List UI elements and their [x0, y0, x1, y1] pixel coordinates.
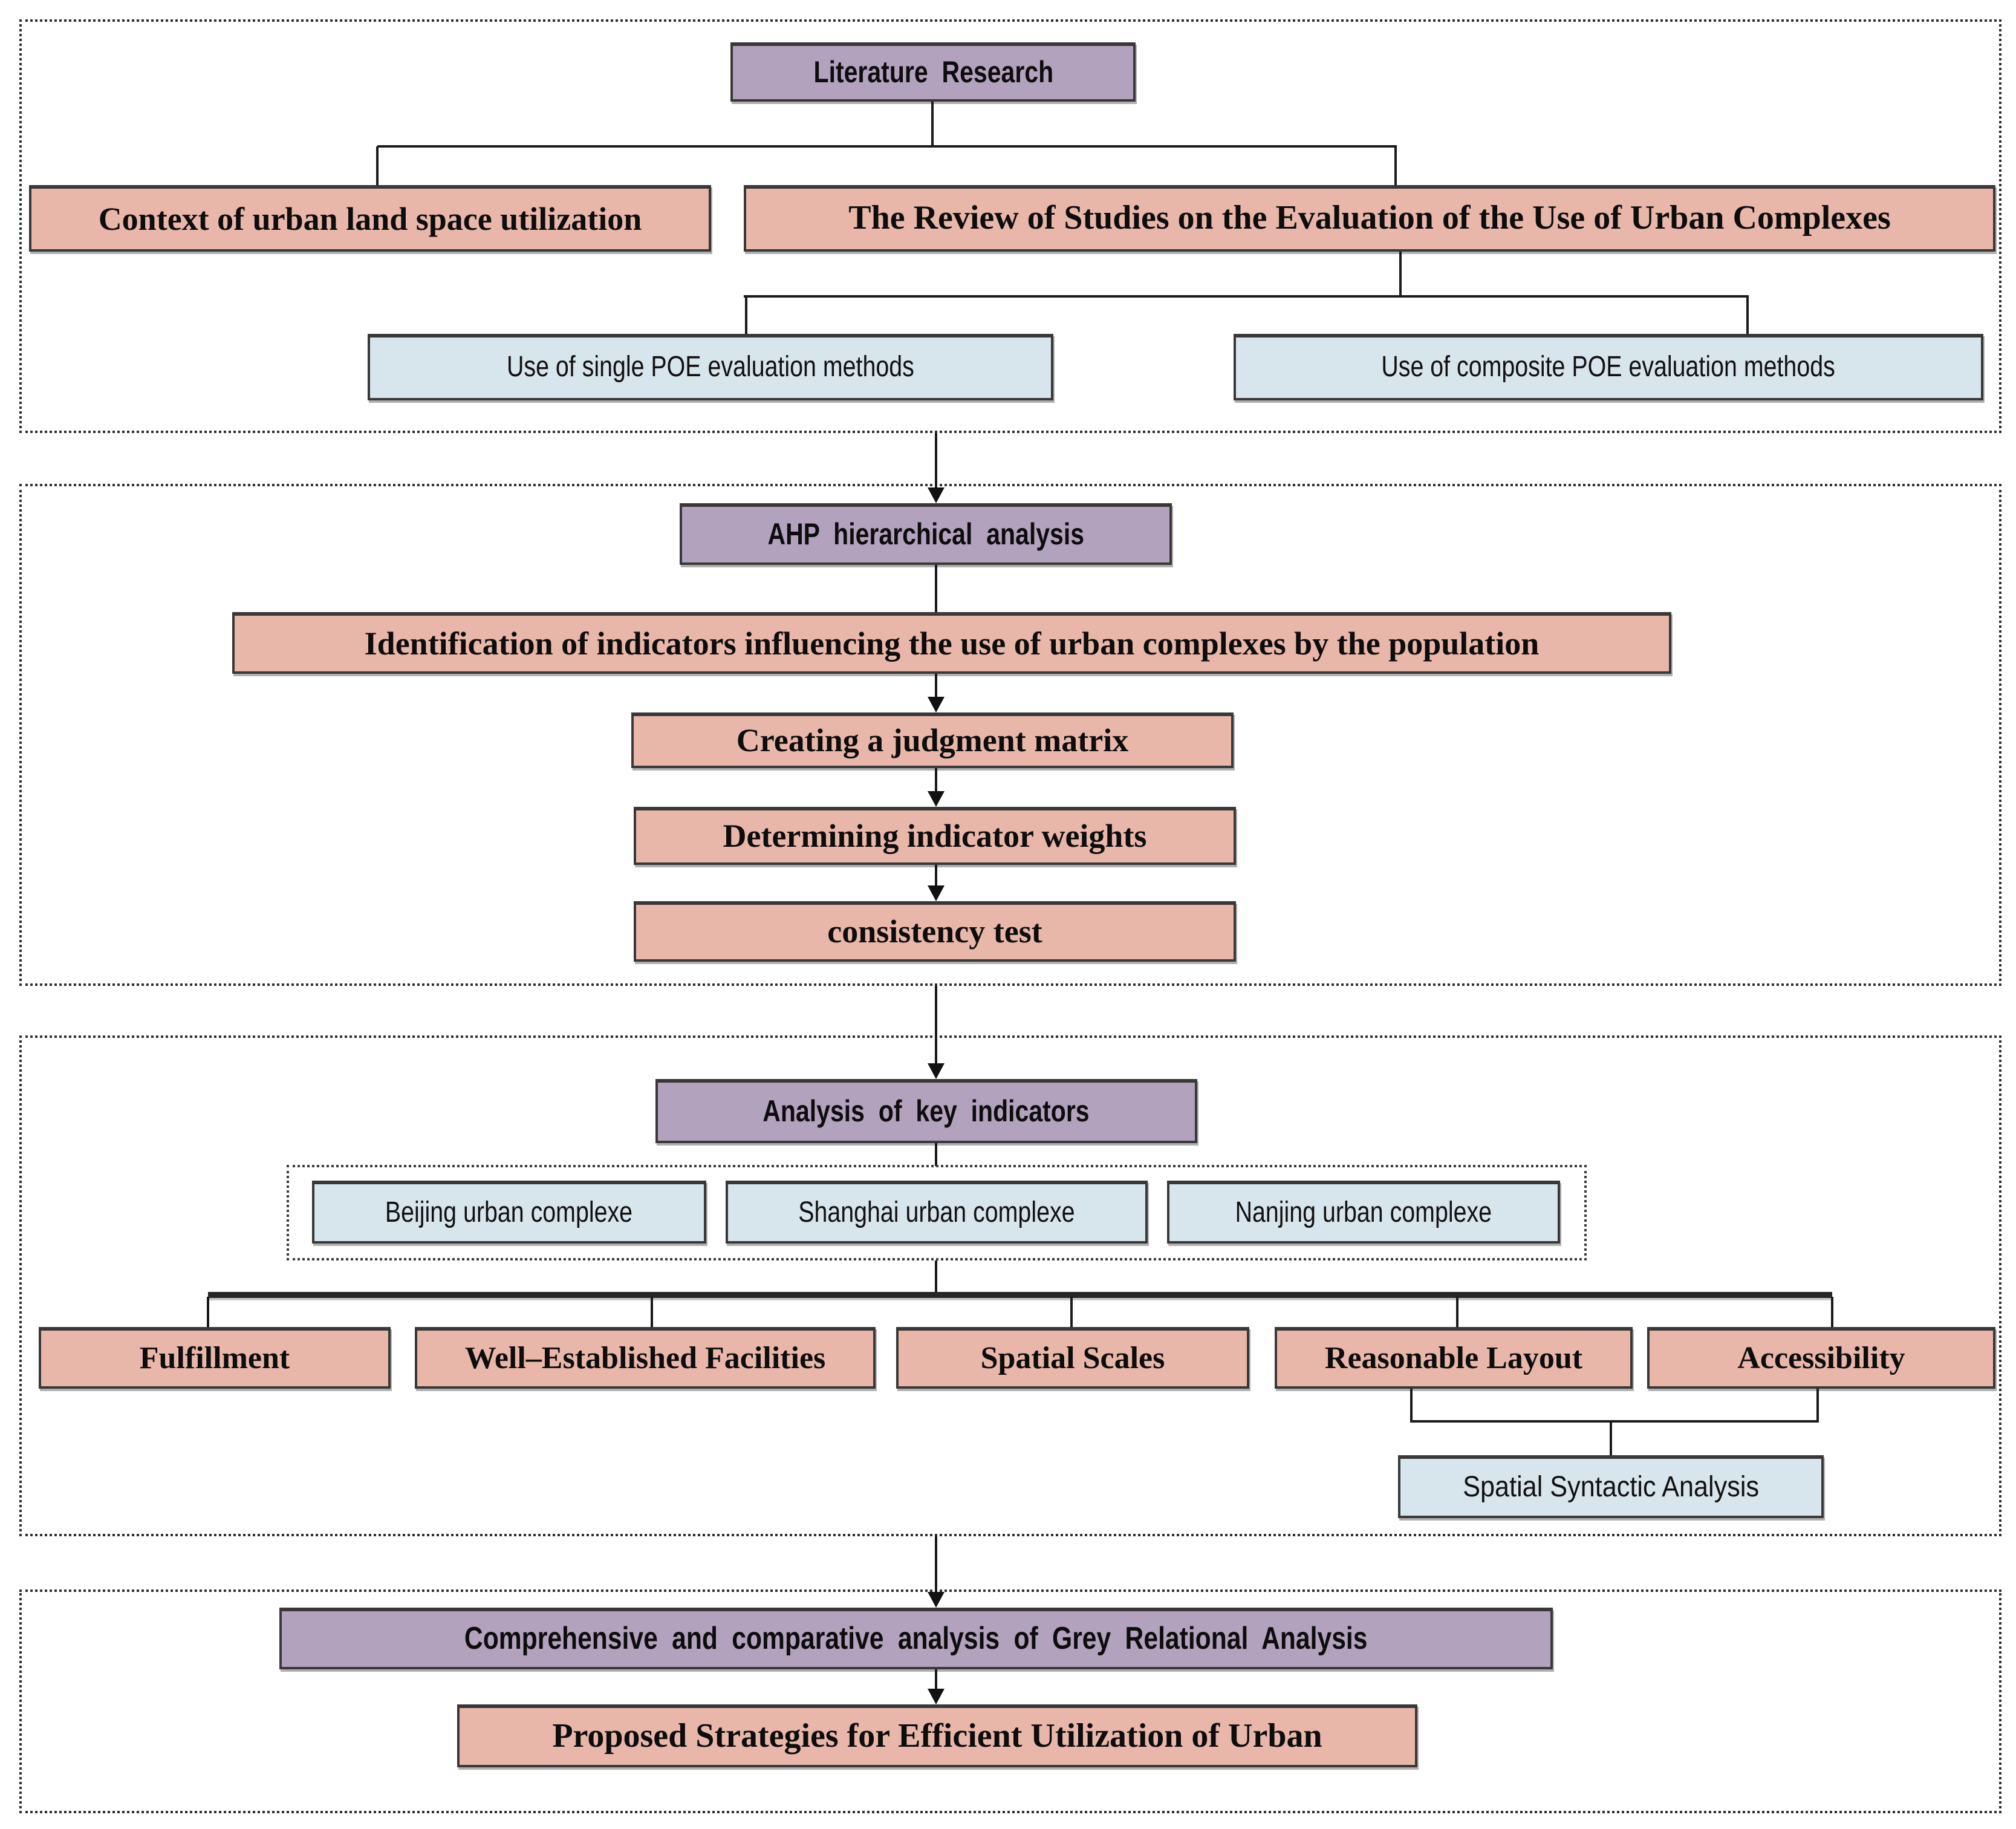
node-label: Spatial Syntactic Analysis — [1463, 1470, 1759, 1504]
distributor-line — [208, 1292, 1832, 1298]
connector-line — [1399, 252, 1402, 298]
node-label: Beijing urban complexe — [385, 1196, 633, 1229]
connector-line — [931, 102, 934, 146]
node-label: The Review of Studies on the Evaluation … — [848, 200, 1891, 238]
city-group-border — [287, 1165, 1587, 1260]
node-key-indicators: Analysis of key indicators — [655, 1079, 1197, 1143]
node-shanghai: Shanghai urban complexe — [726, 1181, 1148, 1244]
connector-line — [651, 1297, 653, 1327]
node-beijing: Beijing urban complexe — [312, 1181, 706, 1244]
node-literature-research: Literature Research — [730, 42, 1136, 102]
connector-line — [935, 1260, 937, 1294]
node-nanjing: Nanjing urban complexe — [1167, 1181, 1560, 1244]
node-label: Well–Established Facilities — [464, 1340, 826, 1376]
node-label: Use of single POE evaluation methods — [507, 351, 914, 384]
arrow-down-icon — [928, 1063, 945, 1079]
connector-line — [935, 1143, 937, 1166]
node-single-poe: Use of single POE evaluation methods — [368, 334, 1053, 400]
node-context: Context of urban land space utilization — [29, 185, 711, 252]
connector-line — [1831, 1297, 1833, 1327]
flow-arrow-line — [935, 433, 937, 489]
node-label: Literature Research — [813, 55, 1053, 90]
connector-line — [1394, 146, 1397, 185]
node-label: Use of composite POE evaluation methods — [1381, 351, 1836, 384]
node-label: Proposed Strategies for Efficient Utiliz… — [552, 1717, 1322, 1755]
node-reasonable-layout: Reasonable Layout — [1275, 1327, 1633, 1389]
arrow-down-icon — [928, 697, 945, 712]
connector-line — [1456, 1297, 1458, 1327]
flow-arrow-line — [935, 865, 937, 888]
node-label: Determining indicator weights — [723, 818, 1147, 855]
arrow-down-icon — [928, 1689, 945, 1704]
connector-line — [1410, 1420, 1819, 1423]
connector-line — [1070, 1297, 1073, 1327]
node-label: Identification of indicators influencing… — [364, 625, 1540, 662]
node-grey-relational: Comprehensive and comparative analysis o… — [279, 1608, 1553, 1669]
node-identification: Identification of indicators influencing… — [232, 612, 1671, 674]
node-spatial-scales: Spatial Scales — [896, 1327, 1249, 1389]
node-label: Nanjing urban complexe — [1235, 1196, 1492, 1229]
connector-line — [1410, 1389, 1413, 1421]
node-spatial-syntactic: Spatial Syntactic Analysis — [1398, 1455, 1824, 1518]
node-consistency-test: consistency test — [634, 901, 1236, 962]
node-label: consistency test — [827, 913, 1042, 950]
node-label: Comprehensive and comparative analysis o… — [464, 1620, 1368, 1657]
node-label: Fulfillment — [139, 1340, 290, 1376]
connector-line — [935, 565, 937, 612]
node-label: Creating a judgment matrix — [736, 722, 1129, 759]
node-composite-poe: Use of composite POE evaluation methods — [1234, 334, 1983, 400]
flow-arrow-line — [935, 768, 937, 794]
node-label: Reasonable Layout — [1324, 1340, 1583, 1376]
flow-arrow-line — [935, 674, 937, 699]
node-indicator-weights: Determining indicator weights — [634, 807, 1236, 865]
section-grey-analysis-border — [19, 1589, 2001, 1813]
connector-line — [1610, 1421, 1612, 1455]
connector-line — [377, 145, 1397, 148]
node-label: Analysis of key indicators — [763, 1094, 1090, 1129]
node-fulfillment: Fulfillment — [39, 1327, 391, 1389]
node-review: The Review of Studies on the Evaluation … — [744, 185, 1995, 252]
node-proposed-strategies: Proposed Strategies for Efficient Utiliz… — [457, 1704, 1417, 1767]
flow-arrow-line — [935, 1536, 937, 1593]
node-label: Accessibility — [1737, 1340, 1905, 1376]
node-ahp: AHP hierarchical analysis — [680, 503, 1172, 565]
node-facilities: Well–Established Facilities — [415, 1327, 876, 1389]
section-key-indicators-border — [19, 1035, 2001, 1536]
connector-line — [1816, 1389, 1819, 1421]
connector-line — [1746, 296, 1749, 334]
arrow-down-icon — [928, 885, 945, 901]
connector-line — [376, 146, 379, 185]
arrow-down-icon — [928, 1592, 945, 1608]
node-label: Shanghai urban complexe — [798, 1196, 1075, 1229]
connector-line — [207, 1297, 209, 1327]
arrow-down-icon — [928, 791, 945, 807]
section-ahp-border — [19, 484, 2001, 986]
arrow-down-icon — [928, 487, 945, 503]
node-judgment-matrix: Creating a judgment matrix — [631, 712, 1234, 768]
flow-arrow-line — [935, 986, 937, 1066]
node-label: Context of urban land space utilization — [98, 200, 642, 237]
node-label: AHP hierarchical analysis — [767, 517, 1084, 552]
node-accessibility: Accessibility — [1647, 1327, 1995, 1389]
section-literature-border — [19, 19, 2001, 433]
connector-line — [745, 296, 747, 334]
flow-arrow-line — [935, 1669, 937, 1691]
connector-line — [744, 295, 1749, 298]
node-label: Spatial Scales — [980, 1340, 1165, 1376]
